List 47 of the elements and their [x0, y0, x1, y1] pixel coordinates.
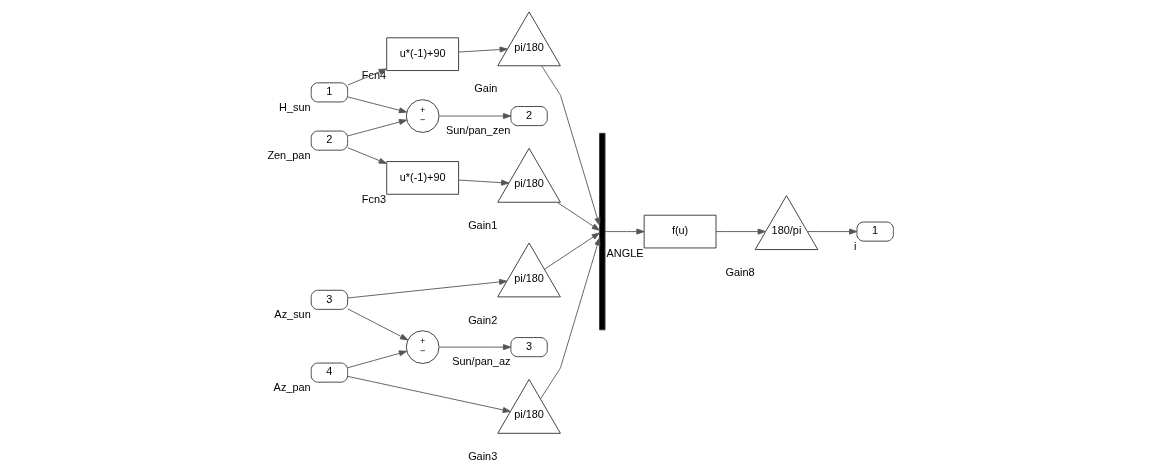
- node-box: 1: [310, 82, 348, 103]
- node-label: Fcn3: [361, 193, 386, 206]
- node-box: f(u): [643, 214, 716, 249]
- node-box: u*(-1)+90: [385, 161, 459, 195]
- arrow: [438, 113, 511, 120]
- node-label: Az_sun: [273, 308, 311, 321]
- arrow: [457, 179, 509, 186]
- arrow: [346, 375, 511, 413]
- arrow: [347, 350, 407, 369]
- node-label: Sun/pan_zen: [445, 124, 510, 137]
- arrow: [556, 202, 600, 231]
- node-label: Gain2: [467, 313, 497, 326]
- node-label: Sun/pan_az: [451, 355, 510, 368]
- node-label: i: [853, 239, 856, 252]
- arrow: [457, 46, 508, 53]
- arrow: [543, 232, 600, 270]
- arrow: [347, 96, 407, 114]
- arrow: [604, 228, 645, 235]
- arrow: [806, 228, 857, 235]
- node-box: 3: [509, 337, 548, 358]
- arrow: [438, 344, 511, 351]
- node-box: 4: [310, 362, 348, 383]
- node-box: u*(-1)+90: [385, 37, 459, 71]
- node-circle: + −: [405, 99, 439, 133]
- arrow: [347, 147, 387, 164]
- node-label: ANGLE: [606, 246, 644, 259]
- node-label: Gain3: [467, 450, 497, 463]
- node-box: 3: [310, 289, 348, 310]
- arrow: [347, 68, 387, 86]
- arrow: [540, 65, 600, 226]
- arrow: [539, 237, 600, 400]
- node-label: Zen_pan: [266, 148, 310, 161]
- node-label: Az_pan: [273, 380, 311, 393]
- node-box: 2: [310, 130, 348, 151]
- node-box: 2: [509, 106, 548, 127]
- node-label: H_sun: [278, 100, 311, 113]
- arrow: [347, 308, 408, 341]
- node-bar: [598, 132, 605, 331]
- arrow: [346, 278, 507, 299]
- node-label: Gain8: [725, 266, 755, 279]
- node-label: Gain1: [467, 218, 497, 231]
- node-box: 1: [856, 221, 894, 242]
- arrow: [347, 119, 407, 137]
- arrow: [715, 228, 766, 235]
- node-circle: + −: [405, 330, 439, 364]
- node-label: Fcn4: [361, 69, 386, 82]
- node-label: Gain: [473, 82, 497, 95]
